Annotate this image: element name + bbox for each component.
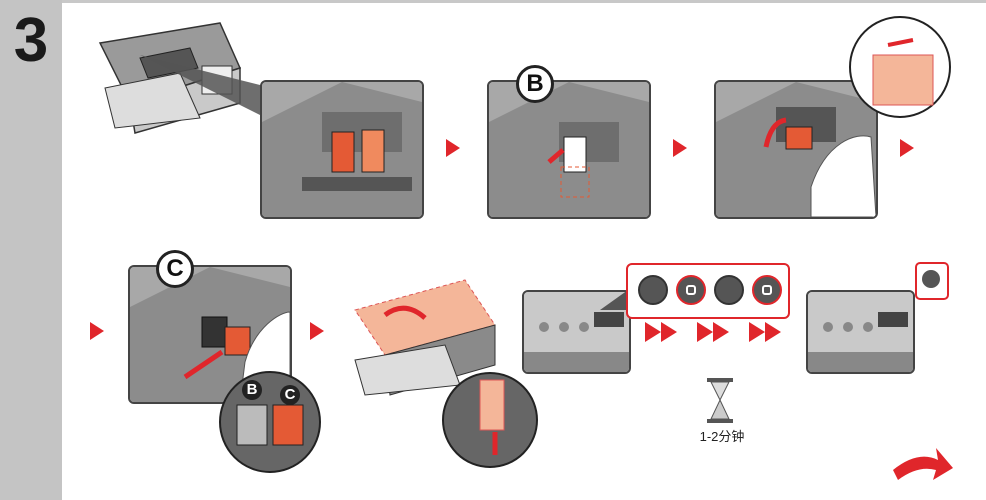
wait-arrows-3 bbox=[749, 322, 781, 342]
zoom-connector-2 bbox=[600, 290, 628, 310]
power-button-blink-1 bbox=[676, 275, 706, 305]
slot-label-b: B bbox=[242, 380, 262, 400]
wait-arrows-1 bbox=[645, 322, 677, 342]
step-band bbox=[0, 0, 62, 500]
callout-b: B bbox=[516, 65, 554, 103]
info-icon bbox=[922, 270, 940, 288]
next-arrow bbox=[673, 139, 687, 157]
next-arrow bbox=[310, 322, 324, 340]
next-arrow bbox=[900, 139, 914, 157]
button-dark-2 bbox=[714, 275, 744, 305]
top-rule bbox=[62, 0, 986, 3]
next-page-arrow-icon[interactable] bbox=[888, 440, 958, 485]
panel-lock-cartridge bbox=[714, 80, 878, 219]
next-arrow bbox=[90, 322, 104, 340]
panel-control-2 bbox=[806, 290, 915, 374]
callout-c: C bbox=[156, 250, 194, 288]
button-indicator-row bbox=[626, 263, 790, 319]
cartridge-slots-zoom bbox=[219, 371, 321, 473]
printer-close-lid-illustration bbox=[354, 279, 496, 396]
zoom-connector bbox=[140, 55, 260, 115]
lid-latch-zoom bbox=[442, 372, 538, 468]
wait-arrows-2 bbox=[697, 322, 729, 342]
step-number: 3 bbox=[13, 6, 49, 75]
hourglass-icon bbox=[707, 378, 733, 423]
panel-insert-c bbox=[128, 265, 292, 404]
next-arrow bbox=[446, 139, 460, 157]
panel-insert-b bbox=[487, 80, 651, 219]
power-button-blink-2 bbox=[752, 275, 782, 305]
panel-carriage bbox=[260, 80, 424, 219]
button-dark-1 bbox=[638, 275, 668, 305]
wait-time-caption: 1-2分钟 bbox=[699, 429, 745, 444]
detail-zoom-circle bbox=[849, 16, 951, 118]
power-lit-indicator bbox=[915, 262, 949, 300]
slot-label-c: C bbox=[280, 385, 300, 405]
